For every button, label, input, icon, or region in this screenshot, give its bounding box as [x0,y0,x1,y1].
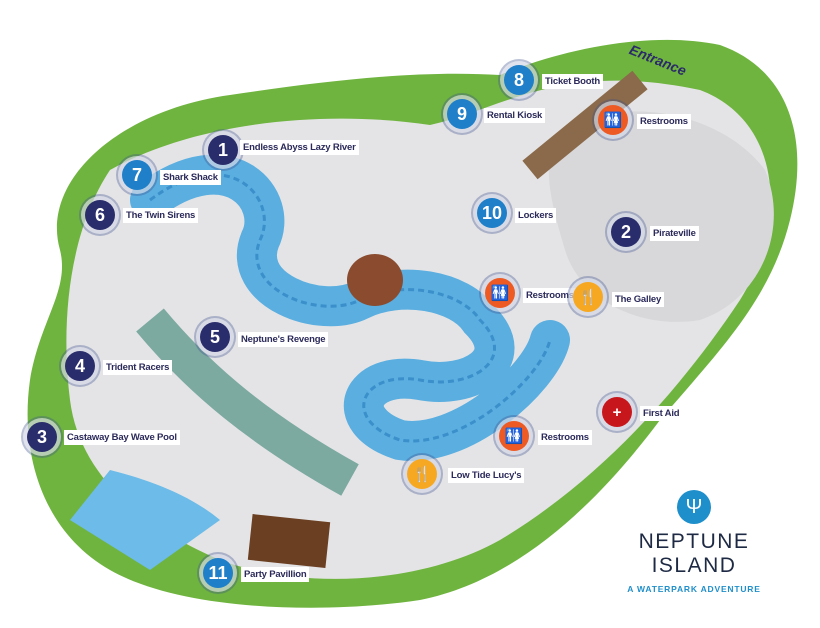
map-marker-trident-racers[interactable]: 4 [65,351,95,381]
map-label-trident-racers[interactable]: Trident Racers [103,360,173,375]
map-marker-lockers[interactable]: 10 [477,198,507,228]
map-marker-restrooms[interactable]: 🚻 [499,421,529,451]
marker-number: 7 [131,164,142,185]
map-marker-low-tide-lucy-s[interactable]: 🍴 [407,459,437,489]
map-label-endless-abyss-lazy-river[interactable]: Endless Abyss Lazy River [240,140,359,155]
trident-icon: Ψ [677,490,711,524]
park-name: NEPTUNE ISLAND [638,530,750,577]
map-marker-the-twin-sirens[interactable]: 6 [85,200,115,230]
restroom-icon: 🚻 [603,112,623,129]
marker-number: 8 [513,69,524,90]
marker-number: 9 [456,103,467,124]
map-label-castaway-bay-wave-pool[interactable]: Castaway Bay Wave Pool [64,430,180,445]
map-label-first-aid[interactable]: First Aid [640,406,683,421]
map-marker-the-galley[interactable]: 🍴 [573,282,603,312]
marker-number: 6 [94,204,105,225]
map-marker-restrooms[interactable]: 🚻 [598,105,628,135]
map-label-lockers[interactable]: Lockers [515,208,557,223]
volcano [347,254,403,306]
marker-number: 4 [74,355,85,376]
map-label-neptune-s-revenge[interactable]: Neptune's Revenge [238,332,329,347]
map-label-pirateville[interactable]: Pirateville [650,226,699,241]
map-label-restrooms[interactable]: Restrooms [637,114,691,129]
marker-number: 5 [209,326,220,347]
map-label-party-pavillion[interactable]: Party Pavillion [241,567,310,582]
marker-number: 1 [217,139,228,160]
map-label-restrooms[interactable]: Restrooms [523,288,577,303]
map-marker-pirateville[interactable]: 2 [611,217,641,247]
map-marker-neptune-s-revenge[interactable]: 5 [200,322,230,352]
first-aid-cross-icon: + [612,403,622,421]
map-label-rental-kiosk[interactable]: Rental Kiosk [484,108,546,123]
map-label-ticket-booth[interactable]: Ticket Booth [542,74,603,89]
marker-number: 3 [36,426,47,447]
map-label-restrooms[interactable]: Restrooms [538,430,592,445]
wave-pool [70,470,220,570]
party-pavillion-roof [247,514,331,568]
ticket-boardwalk [522,70,648,180]
map-label-low-tide-lucy-s[interactable]: Low Tide Lucy's [448,468,525,483]
map-marker-party-pavillion[interactable]: 11 [203,558,233,588]
fork-knife-icon: 🍴 [578,289,598,306]
restroom-icon: 🚻 [504,428,524,445]
water-slides [136,308,359,496]
fork-knife-icon: 🍴 [412,466,432,483]
park-logo: Ψ NEPTUNE ISLAND A WATERPARK ADVENTURE [594,490,794,594]
map-marker-shark-shack[interactable]: 7 [122,160,152,190]
lazy-river-edge [149,173,552,443]
map-marker-restrooms[interactable]: 🚻 [485,278,515,308]
pirateville-area [548,111,774,322]
marker-number: 10 [481,202,503,223]
map-marker-castaway-bay-wave-pool[interactable]: 3 [27,422,57,452]
map-marker-endless-abyss-lazy-river[interactable]: 1 [208,135,238,165]
marker-number: 2 [620,221,631,242]
restroom-icon: 🚻 [490,285,510,302]
map-label-shark-shack[interactable]: Shark Shack [160,170,221,185]
marker-number: 11 [208,562,228,583]
map-marker-first-aid[interactable]: + [602,397,632,427]
park-tagline: A WATERPARK ADVENTURE [627,584,761,594]
map-label-the-twin-sirens[interactable]: The Twin Sirens [123,208,199,223]
map-marker-rental-kiosk[interactable]: 9 [447,99,477,129]
map-marker-ticket-booth[interactable]: 8 [504,65,534,95]
map-label-the-galley[interactable]: The Galley [612,292,665,307]
